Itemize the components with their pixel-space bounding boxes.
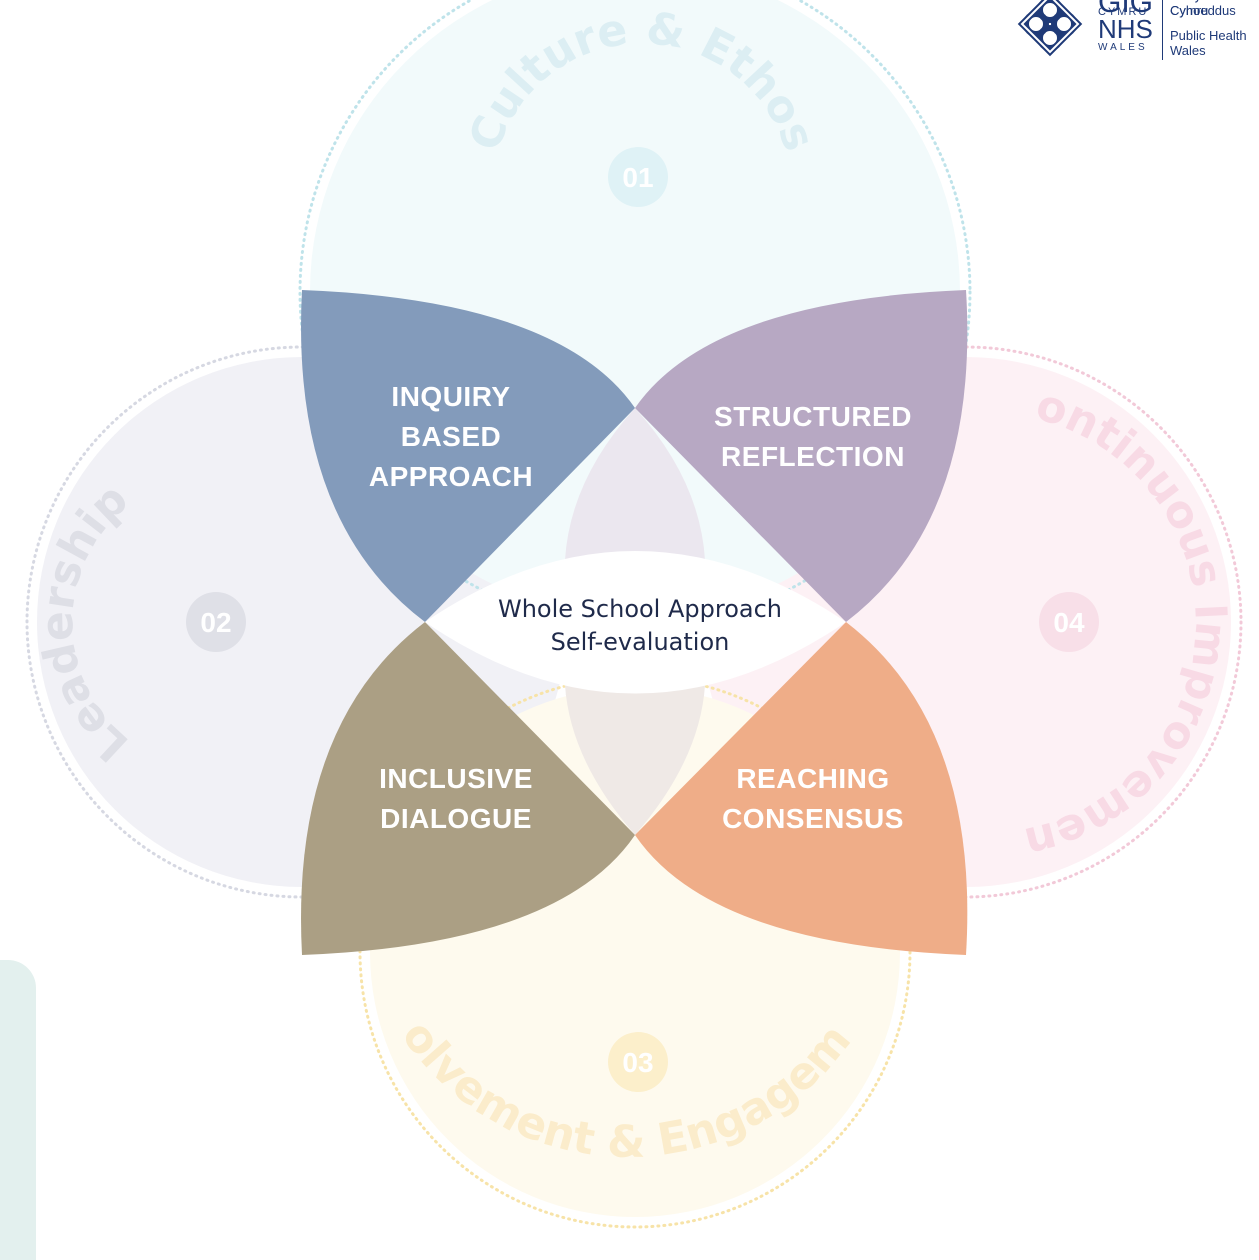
petal-label-inquiry-2: BASED	[401, 421, 502, 452]
petal-label-inquiry-3: APPROACH	[369, 461, 533, 492]
center-ellipse	[425, 551, 846, 694]
logo-cymru: CYMRU	[1098, 6, 1149, 18]
side-panel	[0, 960, 36, 1260]
badge-04	[1039, 592, 1099, 652]
logo-nhs: NHS	[1098, 14, 1153, 44]
logo-org-welsh-2: Cymru	[1170, 3, 1209, 18]
petal-inclusive-dialogue[interactable]	[301, 622, 635, 955]
logo-org-welsh-1: Iechyd Cyhoeddus	[1170, 0, 1236, 18]
petal-label-structured-2: REFLECTION	[721, 441, 905, 472]
petal-label-reaching-1: REACHING	[736, 763, 889, 794]
petal-label-inquiry-1: INQUIRY	[391, 381, 510, 412]
badge-03	[608, 1032, 668, 1092]
logo-org-english-1: Public Health	[1170, 28, 1247, 43]
logo-gig: GIG	[1098, 0, 1154, 19]
badge-02-number: 02	[200, 607, 231, 638]
badge-03-number: 03	[622, 1047, 653, 1078]
center-title: Whole School Approach	[498, 595, 782, 623]
center-upper-lens	[565, 408, 705, 560]
celtic-knot-icon	[1017, 0, 1083, 57]
center-subtitle: Self-evaluation	[551, 628, 730, 656]
logo-separator	[1162, 0, 1163, 60]
logo-org-english-2: Wales	[1170, 43, 1206, 58]
petal-label-inclusive-2: DIALOGUE	[380, 803, 532, 834]
petal-label-reaching-2: CONSENSUS	[722, 803, 904, 834]
badge-01	[608, 147, 668, 207]
circle-culture-ring	[298, 0, 972, 629]
center-lower-lens	[565, 685, 705, 835]
petal-label-structured-1: STRUCTURED	[714, 401, 912, 432]
petal-label-inclusive-1: INCLUSIVE	[379, 763, 533, 794]
logo-wales: WALES	[1098, 42, 1148, 53]
petal-reaching-consensus[interactable]	[635, 622, 968, 955]
badge-01-number: 01	[622, 162, 653, 193]
badge-04-number: 04	[1053, 607, 1085, 638]
nhs-wales-logo: GIG CYMRU NHS WALES Iechyd Cyhoeddus Cym…	[1008, 0, 1259, 64]
petal-structured-reflection[interactable]	[635, 290, 968, 622]
petal-inquiry-based-approach[interactable]	[301, 290, 635, 622]
badge-02	[186, 592, 246, 652]
